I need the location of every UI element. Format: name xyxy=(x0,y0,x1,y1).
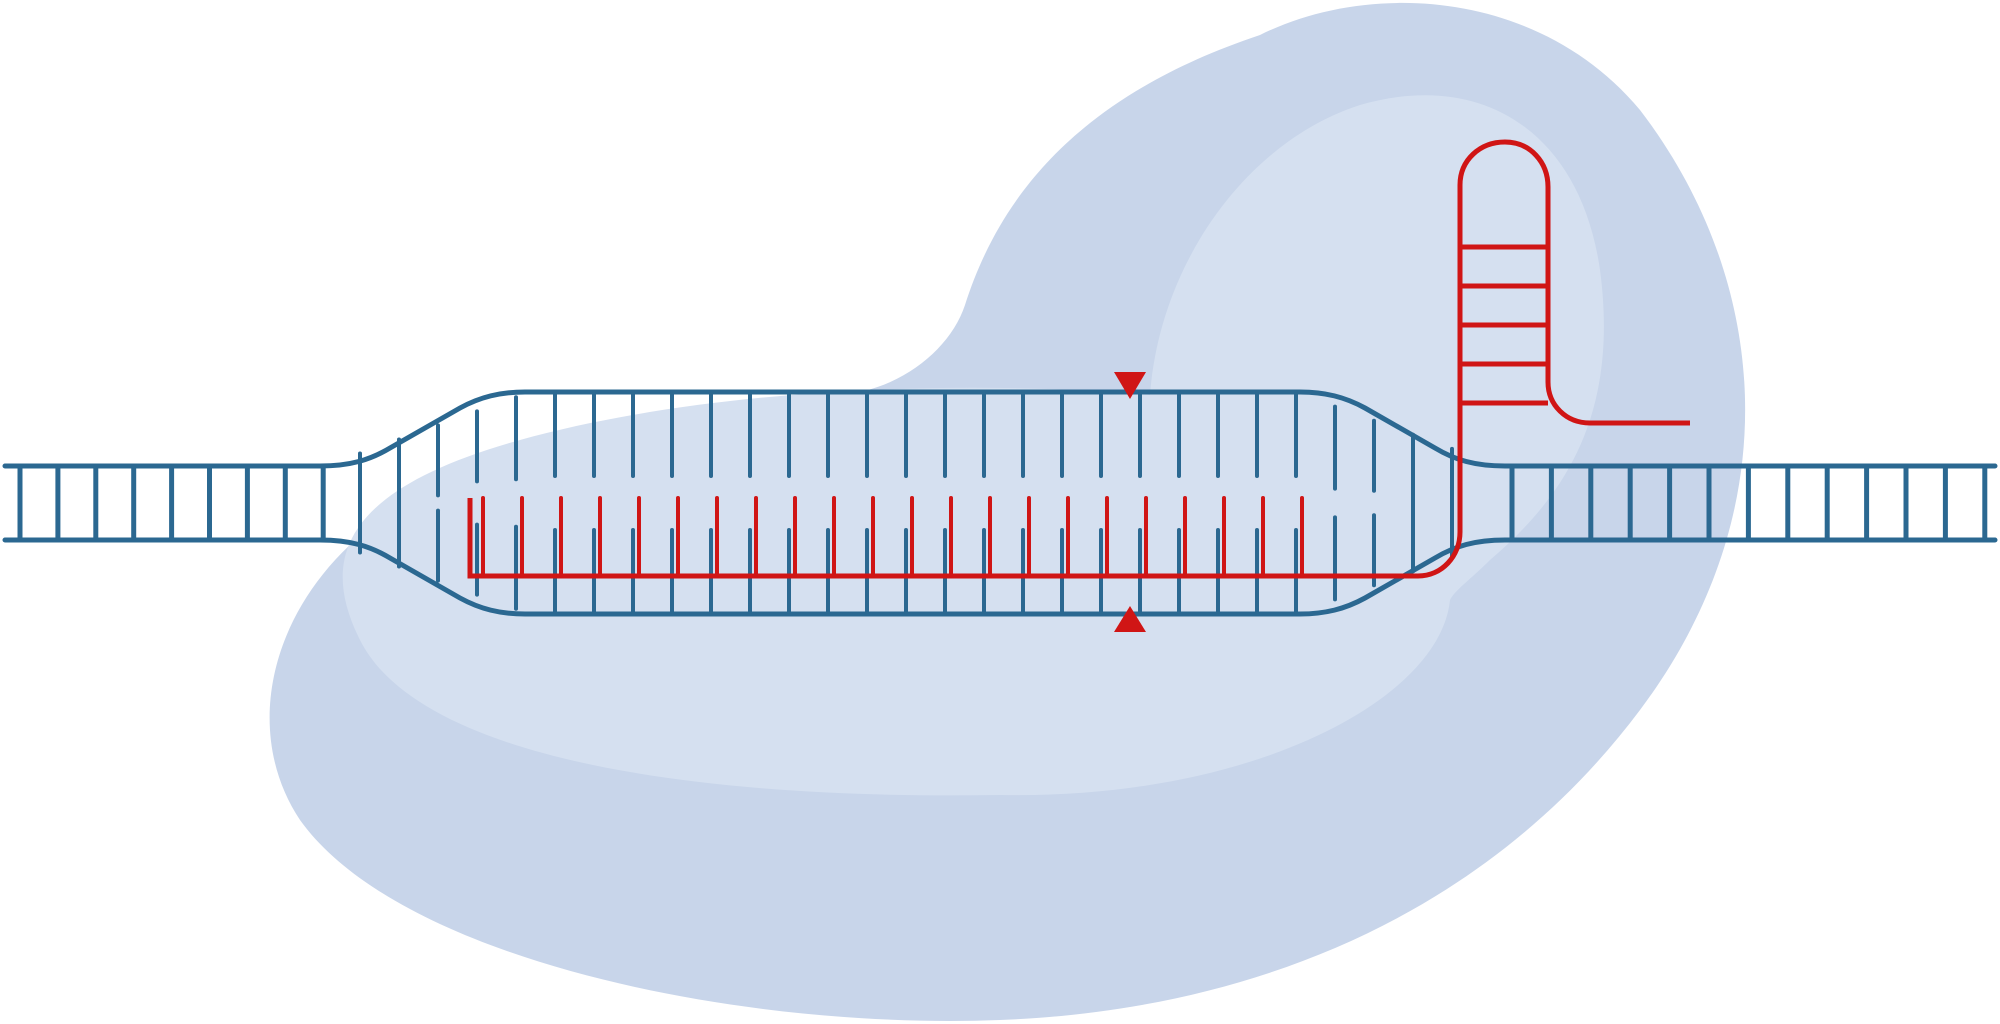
guide-rna-backbone xyxy=(467,139,1690,579)
target-dna-double-strand xyxy=(2,389,1998,617)
dna-top-strand xyxy=(2,389,1998,469)
guide-rna xyxy=(467,139,1690,579)
cas9-protein-inner-lobe xyxy=(342,95,1604,796)
cut-site-marker-bottom xyxy=(1114,606,1146,632)
cut-site-marker-top xyxy=(1114,372,1146,399)
dna-bottom-strand xyxy=(2,537,1998,617)
